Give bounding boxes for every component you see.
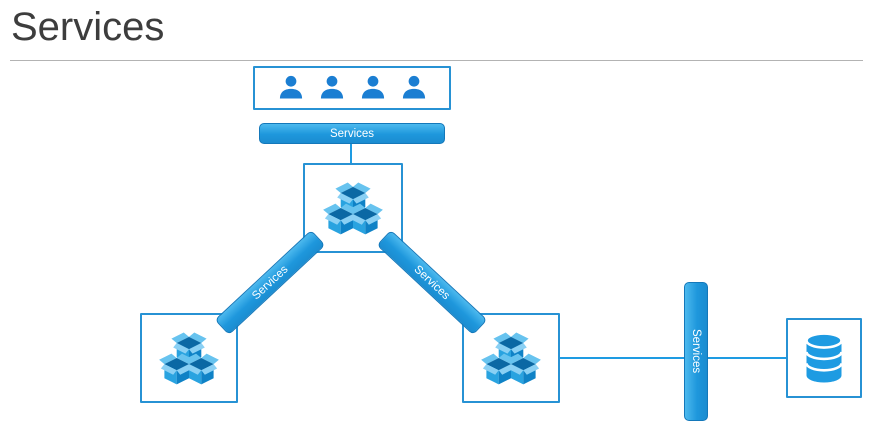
database-node — [786, 318, 862, 398]
services-bus-right-label: Services — [411, 263, 453, 302]
packages-icon — [157, 329, 221, 387]
connector-line-database — [560, 357, 787, 359]
services-bus-left: Services — [214, 229, 326, 336]
services-bus-vertical: Services — [684, 282, 708, 421]
users-box — [253, 66, 451, 110]
person-icon — [318, 74, 346, 102]
person-icon — [277, 74, 305, 102]
packages-icon — [321, 179, 385, 237]
services-bus-top: Services — [259, 123, 445, 144]
services-bus-top-label: Services — [329, 127, 375, 140]
packages-icon — [479, 329, 543, 387]
database-icon — [803, 330, 845, 386]
services-bus-right: Services — [376, 229, 488, 336]
services-bus-left-label: Services — [249, 263, 291, 302]
title-divider — [10, 60, 863, 61]
page-title: Services — [11, 5, 165, 49]
users-persons — [277, 74, 428, 102]
person-icon — [400, 74, 428, 102]
person-icon — [359, 74, 387, 102]
connector-line-top — [350, 144, 352, 164]
services-bus-vertical-label: Services — [690, 329, 702, 374]
